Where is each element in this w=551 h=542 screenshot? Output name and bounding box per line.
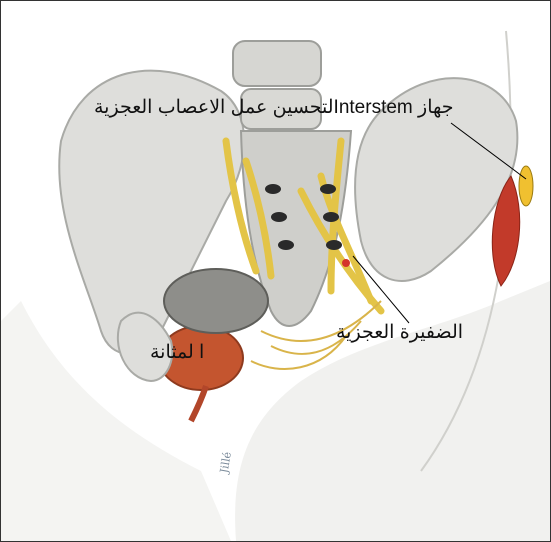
lumbar-vertebra [233, 41, 321, 86]
label-sacral-plexus: الضفيرة العجزية [336, 323, 463, 342]
label-interstim-device: جهاز Interstemلتحسين عمل الاعصاب العجزية [94, 98, 454, 117]
uterus-organ [164, 269, 268, 333]
implant-lead-marker [342, 259, 350, 267]
urethra [191, 386, 206, 421]
label-bladder: ا لمثانة [150, 343, 204, 362]
interstim-device [519, 166, 533, 206]
